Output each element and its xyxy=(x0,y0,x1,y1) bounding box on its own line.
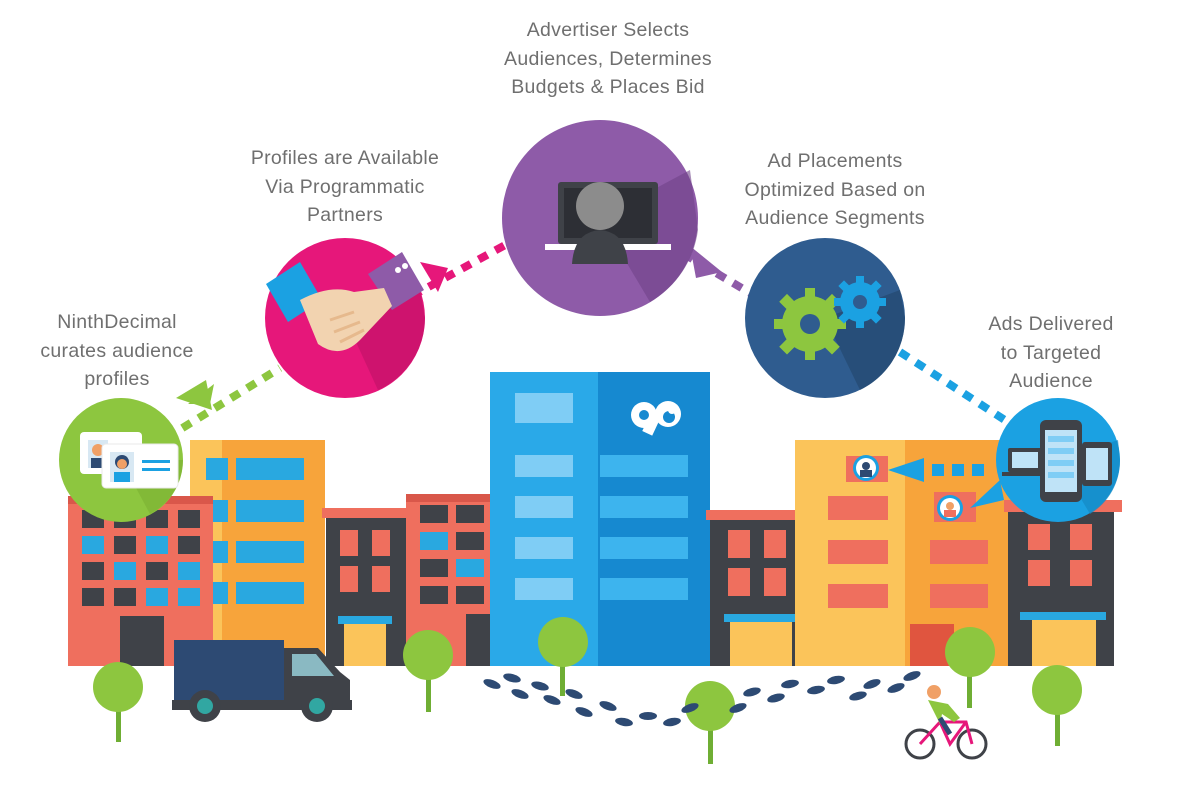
delivery-truck-icon xyxy=(172,640,352,722)
label-programmatic: Profiles are Available Via Programmatic … xyxy=(250,147,440,226)
gears-icon xyxy=(774,276,886,360)
footprints-trail xyxy=(483,671,921,727)
computer-user-icon xyxy=(545,182,671,264)
handshake-icon xyxy=(266,252,424,352)
targeted-person-icon xyxy=(853,455,963,521)
label-deliver: Ads Delivered to Targeted Audience xyxy=(988,313,1114,392)
cyclist-icon xyxy=(904,685,988,760)
city-buildings xyxy=(68,372,1122,666)
step-optimize-circle xyxy=(745,238,906,398)
devices-icon xyxy=(1002,420,1112,502)
step-deliver-circle xyxy=(996,398,1121,522)
trees xyxy=(93,617,1082,764)
label-optimize: Ad Placements Optimized Based on Audienc… xyxy=(744,150,926,229)
step-curate-circle xyxy=(59,398,183,522)
label-curate: NinthDecimal curates audience profiles xyxy=(40,311,194,390)
label-advertiser: Advertiser Selects Audiences, Determines… xyxy=(504,19,712,98)
ninthdecimal-logo xyxy=(631,401,681,436)
id-card-icon xyxy=(80,432,179,489)
step-programmatic-circle xyxy=(265,238,425,398)
step-advertiser-circle xyxy=(502,120,698,316)
